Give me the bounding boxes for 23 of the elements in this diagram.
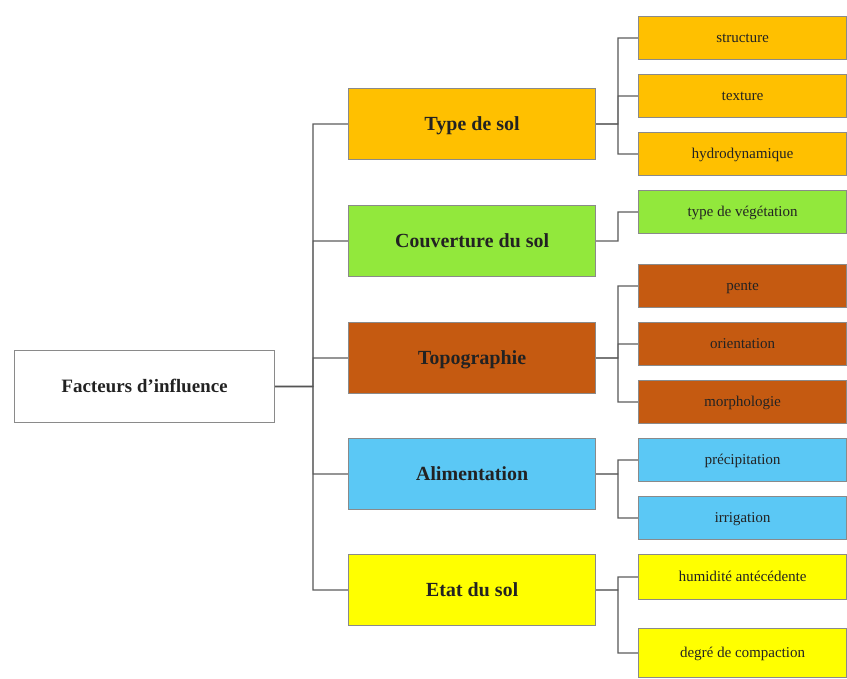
factor-box: structure: [638, 16, 847, 60]
factor-box: orientation: [638, 322, 847, 366]
connector-line: [596, 123, 638, 155]
factor-box: degré de compaction: [638, 628, 847, 678]
category-box: Couverture du sol: [348, 205, 596, 277]
root-box: Facteurs d’influence: [14, 350, 275, 423]
factor-box: type de végétation: [638, 190, 847, 234]
factor-box: pente: [638, 264, 847, 308]
factor-box: hydrodynamique: [638, 132, 847, 176]
factor-box: précipitation: [638, 438, 847, 482]
connector-line: [275, 386, 348, 591]
factor-box: texture: [638, 74, 847, 118]
connector-line: [596, 211, 638, 242]
category-box: Topographie: [348, 322, 596, 394]
category-box: Alimentation: [348, 438, 596, 510]
connector-line: [596, 473, 638, 519]
factor-box: humidité antécédente: [638, 554, 847, 600]
connector-line: [596, 357, 638, 403]
connector-line: [596, 589, 638, 654]
category-box: Etat du sol: [348, 554, 596, 626]
factor-box: morphologie: [638, 380, 847, 424]
factor-box: irrigation: [638, 496, 847, 540]
category-box: Type de sol: [348, 88, 596, 160]
